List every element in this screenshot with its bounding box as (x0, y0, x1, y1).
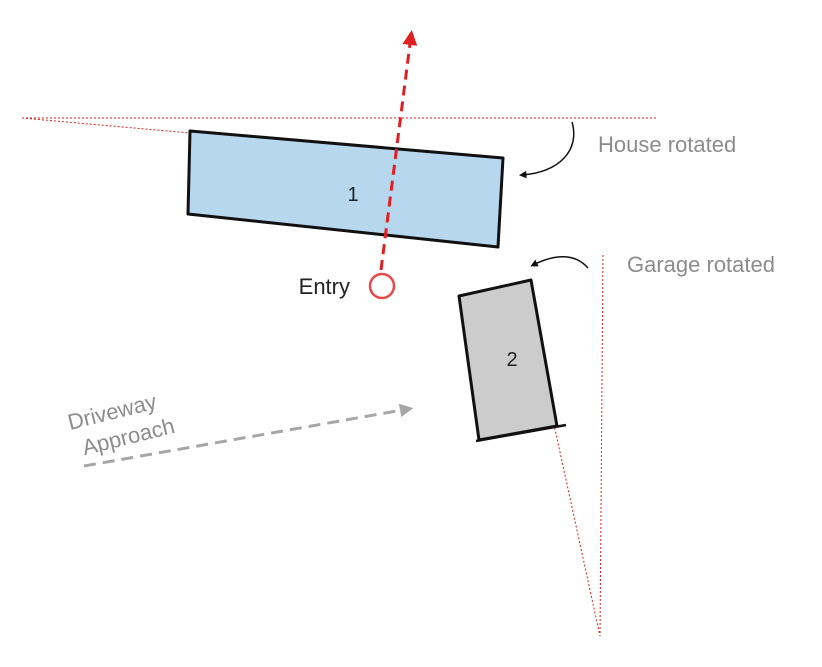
garage-rotated-label: Garage rotated (627, 252, 775, 277)
garage-block: 2 (457, 278, 567, 443)
house-block: 1 (186, 129, 505, 249)
entry-label: Entry (299, 274, 350, 299)
house-rotation-guide-line (21, 117, 191, 134)
house-rotation-arrow-icon (519, 121, 575, 179)
garage-rotation-guide-line (552, 419, 601, 637)
house-rotated-label: House rotated (598, 132, 736, 157)
garage-reference-line (599, 254, 604, 637)
entry-circle-icon (368, 272, 396, 300)
entry-axis-arrow (379, 30, 418, 271)
garage-rotation-arrow-icon (530, 256, 589, 269)
house-number-label: 1 (347, 184, 358, 206)
driveway-approach-arrow (83, 403, 414, 468)
garage-number-label: 2 (506, 349, 517, 371)
